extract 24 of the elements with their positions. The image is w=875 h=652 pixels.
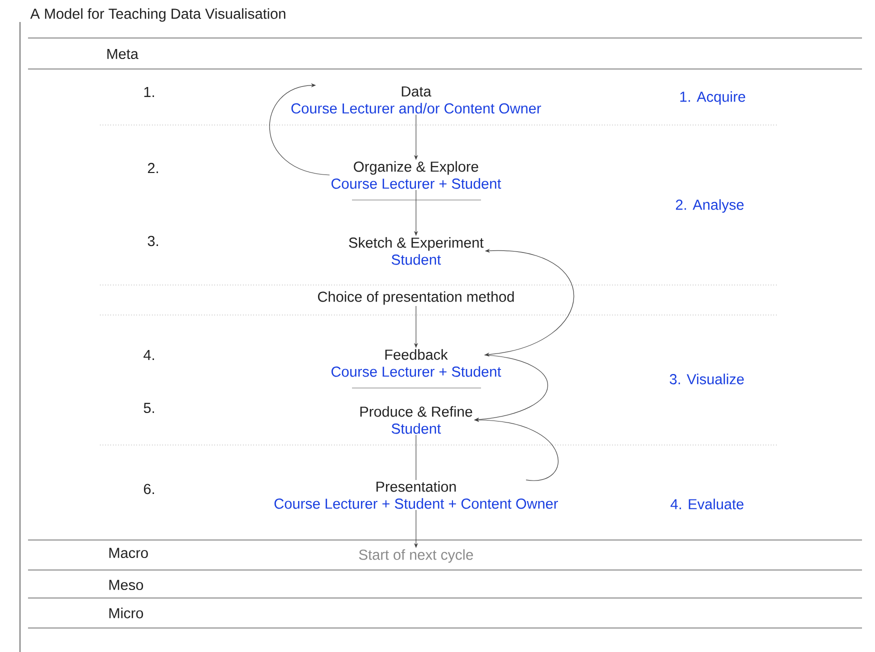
step-text: Presentation Course Lecturer + Student + Content Owner (274, 481, 558, 509)
step-text: Start of next cycle (359, 549, 473, 563)
phase-label: 3. Visualize (670, 374, 744, 384)
row-label: Macro (109, 548, 148, 558)
step-text: Organize & Explore Course Lecturer + Student (332, 161, 502, 189)
row-label: Micro (109, 608, 144, 618)
row-label: 5. (144, 402, 154, 414)
step-text: Produce & Refine Student (360, 406, 472, 434)
title: A Model for Teaching Data Visualisation (30, 8, 286, 22)
row-label: 2. (148, 162, 158, 174)
row-label: 3. (148, 236, 158, 246)
phase-label: 4. Evaluate (670, 498, 744, 510)
arrow (269, 83, 330, 176)
phase-label: 1. Acquire (680, 91, 746, 105)
row-label: 6. (144, 484, 154, 494)
step-text: Data Course Lecturer and/or Content Owner (291, 86, 542, 114)
phase-label: 2. Analyse (676, 199, 744, 213)
step-text: Choice of presentation method (318, 291, 514, 305)
row-label: 4. (144, 350, 154, 360)
row-label: 1. (144, 87, 154, 97)
row-label: Meta (107, 48, 138, 60)
step-text: Feedback Course Lecturer + Student (332, 349, 502, 377)
step-text: Sketch & Experiment Student (348, 237, 484, 265)
row-label: Meso (109, 580, 144, 590)
